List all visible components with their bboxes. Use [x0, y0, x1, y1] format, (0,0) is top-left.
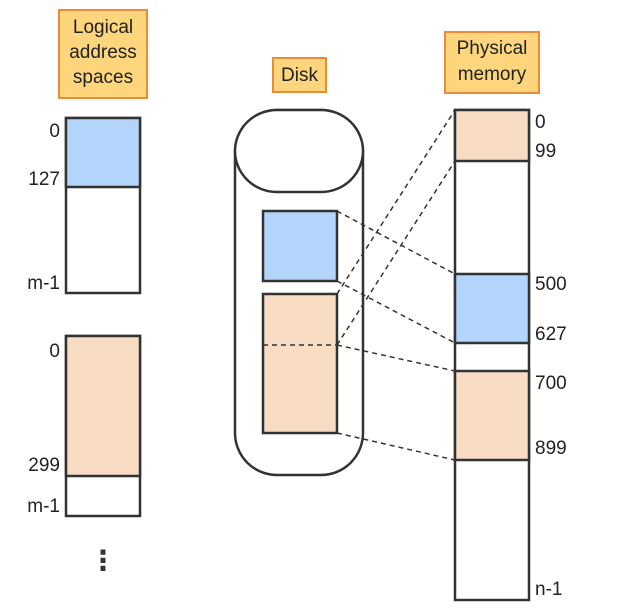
disk-orange-block: [261, 292, 339, 435]
phys-label-899: 899: [535, 438, 567, 459]
logical-title-line-1: Logical: [73, 17, 133, 38]
physical-title-box: Physical memory: [444, 31, 540, 94]
physical-title-line-2: memory: [458, 64, 527, 85]
logical-1-label-0: 0: [49, 121, 60, 142]
physical-memory: 0 99 500 627 700 899 n-1: [453, 108, 567, 602]
logical-address-space-2: 0 299 m-1: [27, 334, 142, 518]
phys-label-500: 500: [535, 274, 567, 295]
phys-label-n1: n-1: [535, 579, 562, 600]
logical-address-space-1: 0 127 m-1: [27, 116, 142, 295]
mapping-lines: [336, 109, 456, 461]
phys-label-627: 627: [535, 324, 567, 345]
phys-orange-segment-1: [453, 108, 531, 163]
map-line-orange1-top: [336, 109, 456, 295]
disk-title-box: Disk: [272, 57, 327, 93]
map-line-orange1-bottom: [336, 160, 456, 346]
phys-label-99: 99: [535, 141, 556, 162]
phys-label-0: 0: [535, 112, 546, 133]
disk-blue-block: [261, 209, 339, 283]
logical-2-label-0: 0: [49, 341, 60, 362]
more-spaces-indicator: ⋮: [89, 544, 117, 577]
logical-1-label-127: 127: [28, 169, 60, 190]
disk-title: Disk: [281, 65, 318, 86]
logical-2-label-m1: m-1: [27, 496, 60, 517]
logical-1-label-m1: m-1: [27, 273, 60, 294]
logical-1-blue-segment: [64, 116, 142, 189]
phys-label-700: 700: [535, 373, 567, 394]
logical-title-line-3: spaces: [73, 67, 133, 88]
physical-title-line-1: Physical: [457, 38, 528, 59]
disk-cylinder: [233, 108, 365, 477]
phys-orange-segment-2: [453, 369, 531, 462]
map-line-blue-bottom: [336, 280, 456, 344]
logical-2-label-299: 299: [28, 455, 60, 476]
map-line-blue-top: [336, 210, 456, 275]
logical-title-box: Logical address spaces: [58, 9, 148, 99]
map-line-orange2-bottom: [336, 432, 456, 461]
logical-2-orange-segment: [64, 334, 142, 478]
logical-title-line-2: address: [69, 42, 137, 63]
phys-blue-segment: [453, 272, 531, 345]
map-line-orange2-top: [336, 344, 456, 372]
